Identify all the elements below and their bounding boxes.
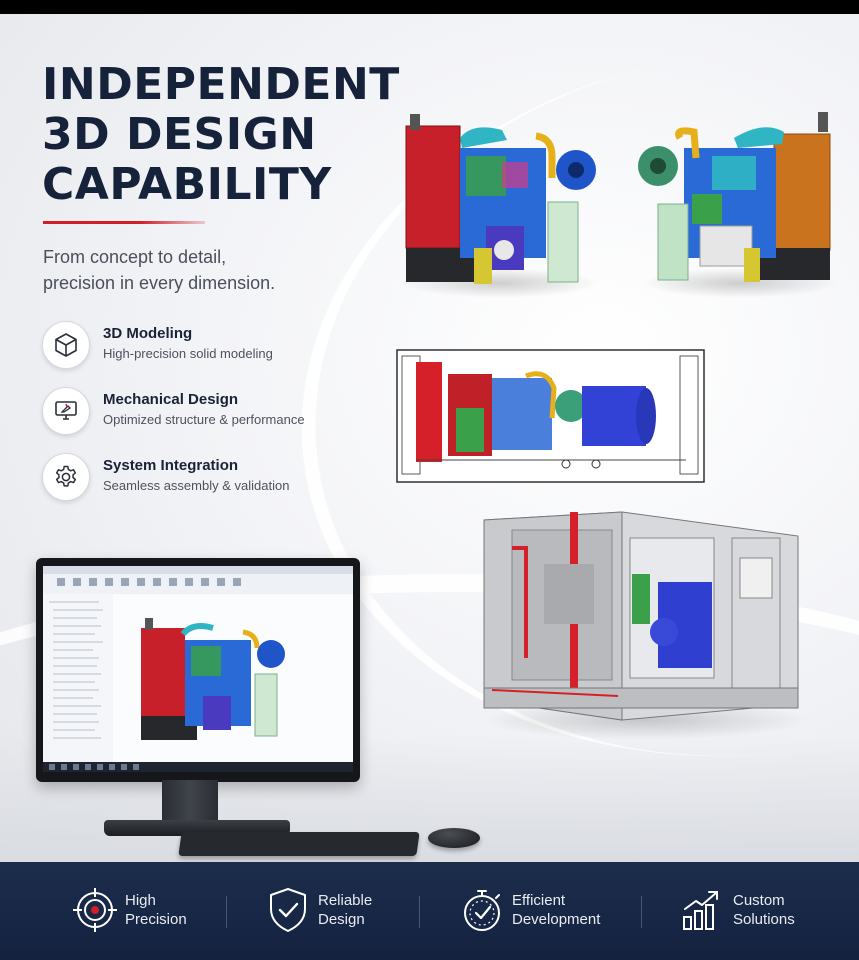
engine-render-left [405,114,596,284]
feature-icon-badge [42,387,90,435]
subtitle: From concept to detail, precision in eve… [43,244,323,296]
feature-title: Mechanical Design [103,391,239,408]
label-line-2: Development [512,911,601,928]
label-line-1: Custom [733,892,785,909]
feature-icon-badge [42,453,90,501]
title-line-3: CAPABILITY [42,159,332,210]
target-icon [73,888,117,932]
keyboard [178,832,420,856]
title-accent-line [43,221,205,224]
stopwatch-icon [464,890,500,931]
bottom-item-label: Custom Solutions [733,891,795,929]
feature-description: Optimized structure & performance [103,412,305,427]
label-line-1: Reliable [318,892,373,909]
bottom-item-custom-solutions: Custom Solutions [682,862,832,960]
monitor [36,558,360,782]
feature-description: Seamless assembly & validation [103,478,290,493]
cad-software-screenshot [43,566,353,772]
enclosure-3d-render [483,511,799,721]
bottom-feature-bar: High Precision Reliable Design Efficient… [0,862,859,960]
divider [419,896,420,928]
gear-icon [55,465,77,487]
feature-title: System Integration [103,457,239,474]
label-line-2: Solutions [733,911,795,928]
design-monitor-icon [55,401,77,420]
genset-section-drawing [396,349,705,483]
monitor-stand-neck [162,780,218,826]
label-line-2: Design [318,911,365,928]
cad-screen [43,566,353,772]
subtitle-line-2: precision in every dimension. [43,273,276,293]
bottom-item-label: Efficient Development [512,891,600,929]
feature-system-integration: System Integration Seamless assembly & v… [42,453,342,503]
bottom-item-high-precision: High Precision [72,862,222,960]
mouse [428,828,480,848]
title-line-2: 3D DESIGN [42,109,317,160]
feature-title: 3D Modeling [103,325,193,342]
label-line-1: Efficient [512,892,566,909]
feature-description: High-precision solid modeling [103,346,273,361]
cube-icon [55,333,77,357]
divider [226,896,227,928]
divider [641,896,642,928]
feature-3d-modeling: 3D Modeling High-precision solid modelin… [42,321,342,371]
bottom-item-reliable-design: Reliable Design [268,862,418,960]
growth-chart-icon [683,891,718,930]
feature-icon-badge [42,321,90,369]
bottom-item-label: Reliable Design [318,891,372,929]
subtitle-line-1: From concept to detail, [43,247,227,267]
top-black-bar [0,0,859,14]
feature-mechanical-design: Mechanical Design Optimized structure & … [42,387,342,437]
label-line-2: Precision [125,911,187,928]
shield-check-icon [270,888,306,932]
bottom-item-efficient-development: Efficient Development [460,862,630,960]
label-line-1: High [125,892,156,909]
title-line-1: INDEPENDENT [42,59,400,110]
page-title: INDEPENDENT 3D DESIGN CAPABILITY [42,60,400,210]
engine-render-right [638,112,831,282]
bottom-item-label: High Precision [125,891,187,929]
